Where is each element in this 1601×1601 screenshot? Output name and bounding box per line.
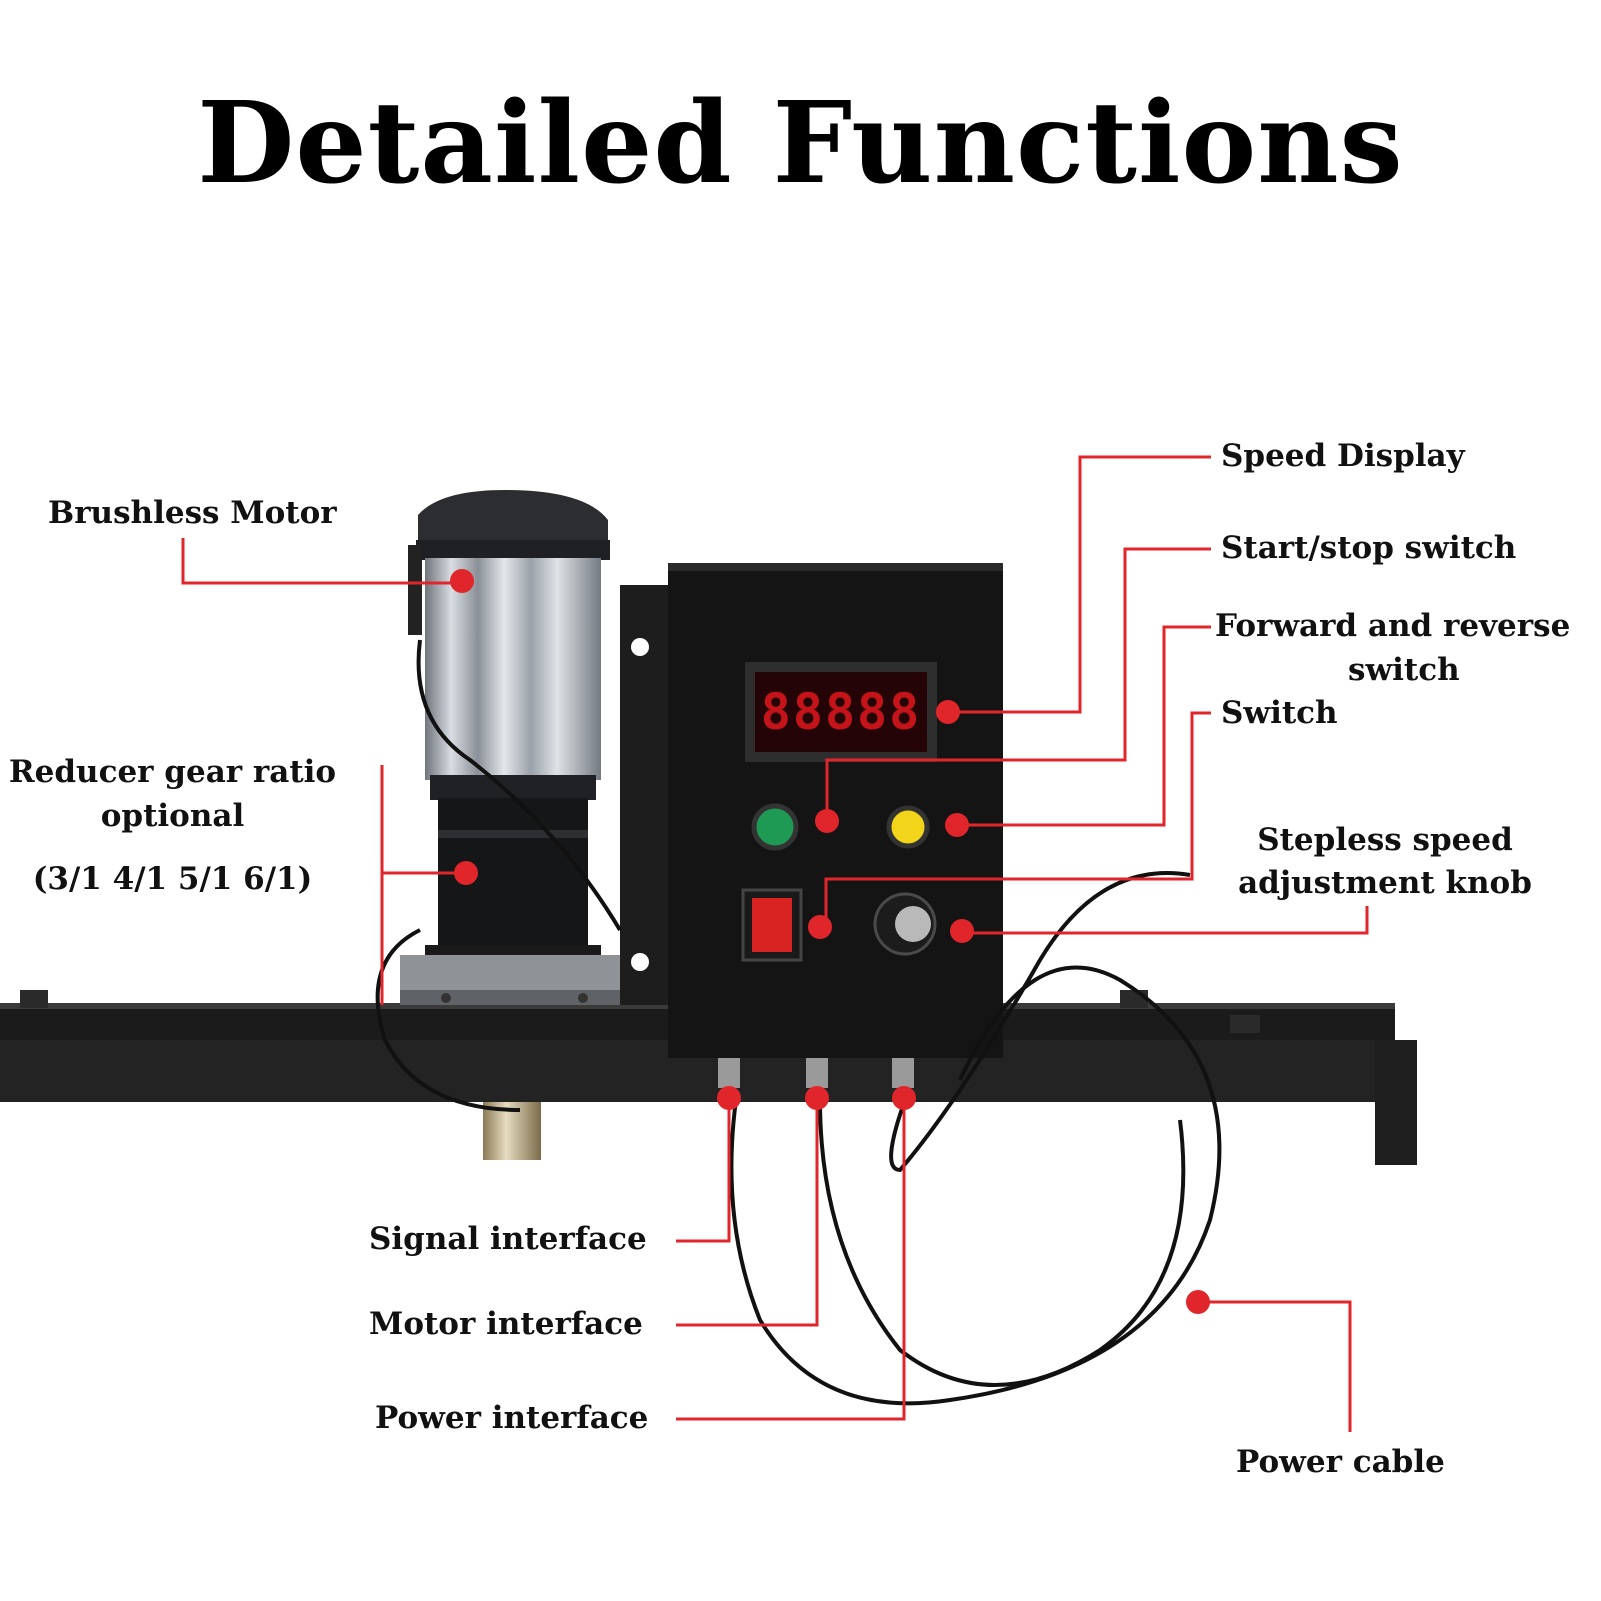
speed-display-digits: 88888 xyxy=(761,683,922,741)
callout-dots xyxy=(450,569,1210,1314)
cables xyxy=(375,639,1222,1406)
dot-switch xyxy=(808,915,832,939)
label-reducer-line2: optional xyxy=(100,798,245,834)
dot-stepless-knob xyxy=(950,919,974,943)
label-start-stop-switch: Start/stop switch xyxy=(1221,530,1517,566)
label-forward-reverse-line2: switch xyxy=(1348,652,1460,688)
page-title: Detailed Functions xyxy=(197,78,1404,209)
label-stepless-line2: adjustment knob xyxy=(1238,865,1532,901)
brushless-motor xyxy=(400,490,620,1005)
label-signal-interface: Signal interface xyxy=(369,1221,647,1257)
dot-forward-reverse xyxy=(945,813,969,837)
forward-reverse-button[interactable] xyxy=(886,805,930,849)
label-speed-display: Speed Display xyxy=(1221,438,1465,474)
label-reducer-line1: Reducer gear ratio xyxy=(8,754,337,790)
label-forward-reverse-line1: Forward and reverse xyxy=(1215,608,1571,644)
label-power-interface: Power interface xyxy=(375,1400,649,1436)
label-power-cable: Power cable xyxy=(1236,1444,1445,1480)
label-brushless-motor: Brushless Motor xyxy=(48,495,337,531)
dot-power-cable xyxy=(1186,1290,1210,1314)
label-motor-interface: Motor interface xyxy=(369,1306,643,1342)
dot-power-interface xyxy=(892,1086,916,1110)
dot-brushless-motor xyxy=(450,569,474,593)
label-stepless-line1: Stepless speed xyxy=(1257,822,1513,858)
dot-motor-interface xyxy=(805,1086,829,1110)
label-reducer-line3: (3/1 4/1 5/1 6/1) xyxy=(32,861,313,897)
dot-reducer xyxy=(454,861,478,885)
label-switch: Switch xyxy=(1221,695,1338,731)
start-stop-button[interactable] xyxy=(751,803,799,851)
control-box: 88888 xyxy=(668,563,1003,1088)
dot-speed-display xyxy=(936,700,960,724)
dot-start-stop xyxy=(815,809,839,833)
bottom-connectors xyxy=(718,1058,914,1088)
dot-signal-interface xyxy=(717,1086,741,1110)
callout-lines xyxy=(181,455,1369,1432)
